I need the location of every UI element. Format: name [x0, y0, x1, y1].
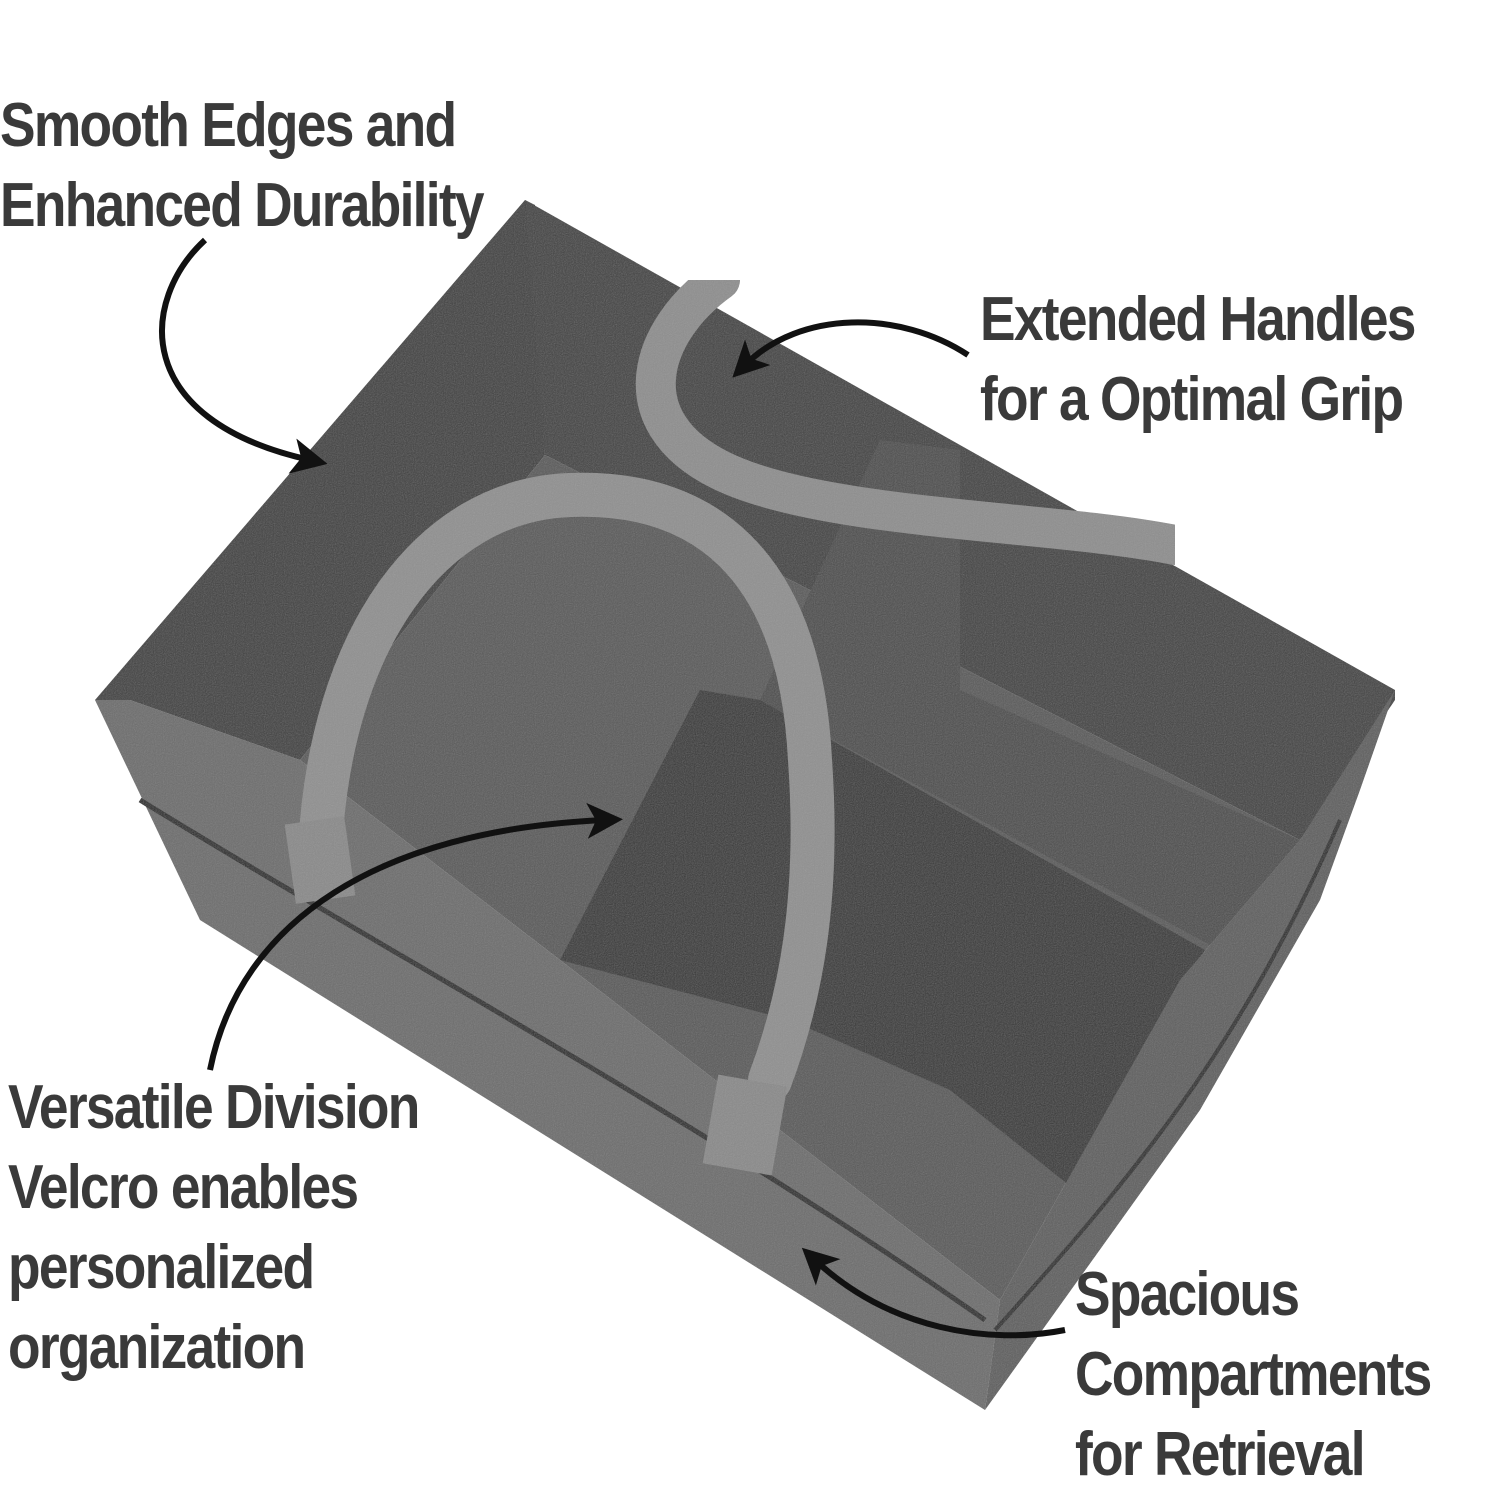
callout-durability-line2: Enhanced Durability	[0, 171, 485, 240]
callout-compartments-line1: Spacious	[1075, 1260, 1300, 1329]
front-right-outer-wall	[985, 690, 1395, 1410]
handle-tab-right	[702, 1074, 788, 1176]
callout-division-line2: Velcro enables	[8, 1153, 359, 1222]
callout-handles-line1: Extended Handles	[980, 285, 1416, 354]
back-handle	[635, 260, 1195, 565]
arrow-icon	[801, 1247, 1066, 1339]
front-handle	[298, 472, 835, 1102]
callout-division: Versatile Division Velcro enables person…	[8, 1068, 420, 1388]
callout-compartments-line2: Compartments	[1075, 1340, 1432, 1409]
back-left-wall	[95, 200, 545, 760]
callout-handles: Extended Handles for a Optimal Grip	[980, 280, 1416, 440]
callout-division-line4: organization	[8, 1313, 306, 1382]
right-compartment-wall	[760, 440, 1300, 945]
callout-division-line1: Versatile Division	[8, 1073, 420, 1142]
callout-division-line3: personalized	[8, 1233, 315, 1302]
arrow-icon	[732, 319, 970, 378]
callout-arrows	[159, 237, 1066, 1339]
arrow-icon	[159, 237, 328, 474]
callout-handles-line2: for a Optimal Grip	[980, 365, 1404, 434]
callout-durability-line1: Smooth Edges and	[0, 91, 457, 160]
callout-compartments: Spacious Compartments for Retrieval	[1075, 1255, 1432, 1495]
handle-tab-left	[284, 816, 356, 904]
callout-durability: Smooth Edges and Enhanced Durability	[0, 86, 485, 246]
callout-compartments-line3: for Retrieval	[1075, 1420, 1366, 1489]
pocket-seam-right	[993, 819, 1342, 1332]
handles	[284, 260, 1195, 1176]
pocket-seam	[138, 797, 987, 1323]
center-divider	[560, 690, 1205, 1210]
arrow-icon	[207, 802, 623, 1071]
